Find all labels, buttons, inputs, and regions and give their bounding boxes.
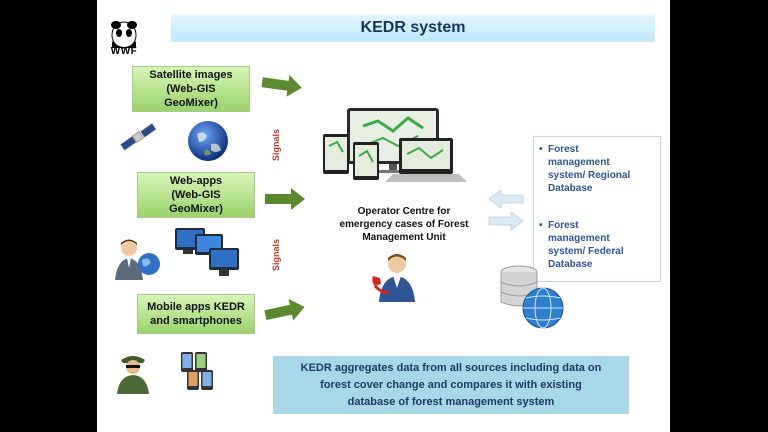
source-web-apps: Web-apps (Web-GIS GeoMixer) (137, 172, 255, 218)
federal-database-item: • Forest management system/ Federal Data… (539, 219, 656, 271)
source-label-line: (Web-GIS (166, 83, 216, 95)
summary-line: database of forest management system (347, 395, 555, 408)
smartphones-icon (181, 352, 213, 390)
db-line: system/ Federal (548, 246, 624, 257)
devices-with-maps-icon (323, 108, 467, 182)
summary-line: forest cover change and compares it with… (320, 378, 582, 391)
summary-box: KEDR aggregates data from all sources in… (273, 356, 629, 414)
regional-database-item: • Forest management system/ Regional Dat… (539, 143, 656, 195)
signals-label: Signals (271, 128, 282, 162)
db-line: management (548, 157, 610, 168)
globe-icon (188, 121, 228, 161)
operator-phone-icon (372, 254, 415, 302)
db-line: system/ Regional (548, 170, 631, 181)
wwf-logo-text: WWF (110, 46, 138, 57)
source-label-line: Satellite images (149, 69, 233, 81)
source-label-line: Web-apps (169, 175, 223, 187)
satellite-icon (120, 123, 157, 151)
arrow-right-icon (264, 298, 305, 321)
bidirectional-arrows-icon (488, 189, 524, 231)
signals-label: Signals (271, 238, 282, 272)
bullet-dot-icon: • (539, 144, 543, 155)
operator-centre-label: Operator Centre for emergency cases of F… (329, 205, 479, 244)
database-globe-icon (500, 265, 564, 329)
page-title: KEDR system (171, 14, 655, 42)
db-line: Forest (548, 144, 579, 155)
operator-centre-line: emergency cases of Forest (339, 219, 469, 230)
database-panel: • Forest management system/ Regional Dat… (533, 136, 661, 282)
source-label-line: GeoMixer) (169, 203, 223, 215)
operator-centre-line: Operator Centre for (357, 206, 451, 217)
source-label-line: Mobile apps KEDR (147, 301, 245, 313)
source-label-line: GeoMixer) (164, 97, 218, 109)
desktop-monitors-icon (175, 228, 239, 276)
operator-centre-line: Management Unit (362, 232, 446, 243)
db-line: Database (548, 183, 593, 194)
user-globe-icon (115, 239, 160, 280)
db-line: Database (548, 259, 593, 270)
bullet-dot-icon: • (539, 220, 543, 231)
db-line: Forest (548, 220, 579, 231)
wwf-panda-logo-icon (111, 21, 137, 49)
arrow-right-icon (261, 74, 302, 97)
db-line: management (548, 233, 610, 244)
source-label-line: (Web-GIS (171, 189, 221, 201)
summary-line: KEDR aggregates data from all sources in… (300, 361, 602, 374)
source-satellite-images: Satellite images (Web-GIS GeoMixer) (132, 66, 250, 112)
slide: WWF KEDR system Satellite images (Web-GI… (97, 0, 670, 432)
source-label-line: and smartphones (150, 315, 242, 327)
source-mobile-apps: Mobile apps KEDR and smartphones (137, 294, 255, 334)
ranger-person-icon (117, 356, 149, 394)
arrow-right-icon (265, 188, 305, 210)
